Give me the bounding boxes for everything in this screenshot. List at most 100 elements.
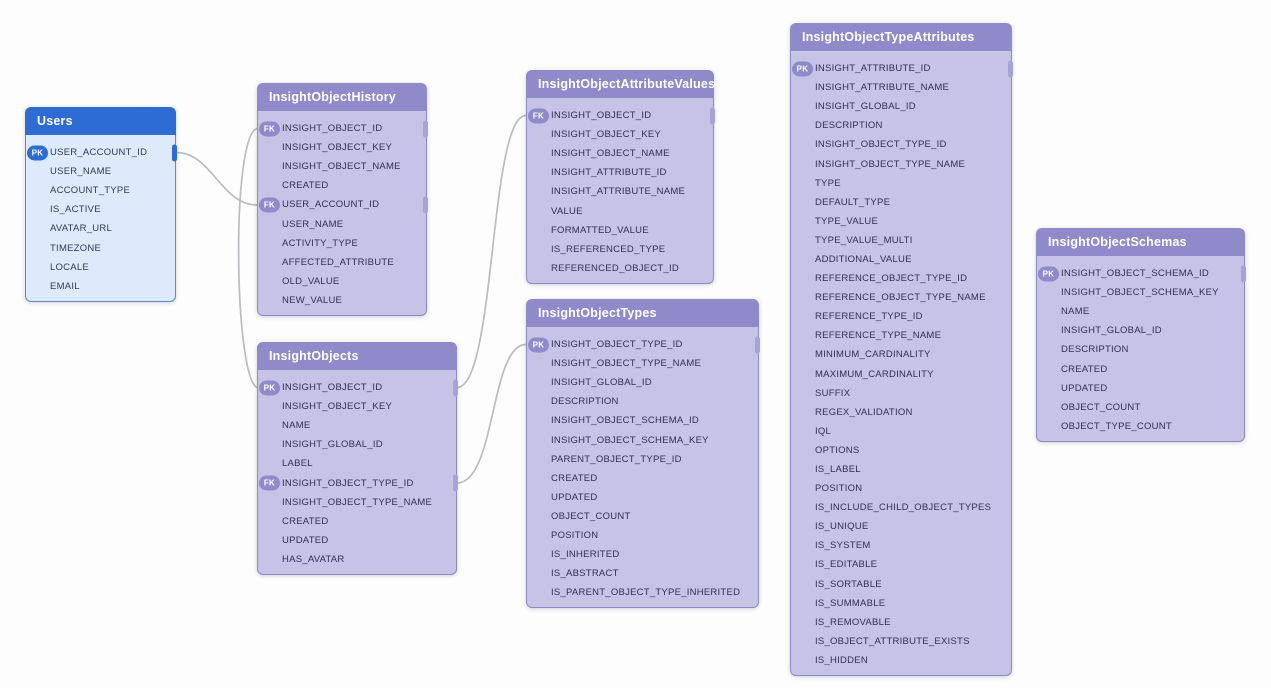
connection-anchor: [1008, 60, 1013, 78]
column-name: INSIGHT_GLOBAL_ID: [815, 101, 916, 113]
relationship-edge: [175, 151, 258, 206]
column-name: MAXIMUM_CARDINALITY: [815, 368, 934, 380]
relationship-edge: [456, 114, 527, 389]
column-name: INSIGHT_OBJECT_SCHEMA_ID: [551, 415, 699, 427]
column-name: LOCALE: [50, 261, 89, 273]
column-name: INSIGHT_OBJECT_KEY: [282, 401, 393, 413]
column-row-insight_object_key: INSIGHT_OBJECT_KEY: [258, 397, 456, 416]
column-row-is_removable: IS_REMOVABLE: [791, 613, 1011, 632]
column-row-insight_attribute_name: INSIGHT_ATTRIBUTE_NAME: [527, 182, 713, 201]
column-row-new_value: NEW_VALUE: [258, 291, 426, 310]
table-header[interactable]: InsightObjectAttributeValues: [526, 70, 716, 98]
column-row-is_unique: IS_UNIQUE: [791, 517, 1011, 536]
column-name: IQL: [815, 425, 832, 437]
column-row-name: NAME: [1037, 302, 1244, 321]
connection-anchor: [423, 196, 428, 214]
column-row-insight_attribute_name: INSIGHT_ATTRIBUTE_NAME: [791, 78, 1011, 97]
primary-key-badge: PK: [27, 145, 48, 161]
column-row-position: POSITION: [791, 479, 1011, 498]
column-name: TYPE: [815, 177, 841, 189]
column-row-type_value_multi: TYPE_VALUE_MULTI: [791, 231, 1011, 250]
column-row-created: CREATED: [1037, 359, 1244, 378]
column-name: NAME: [282, 420, 311, 432]
column-row-is_active: IS_ACTIVE: [26, 200, 175, 219]
column-name: REFERENCE_OBJECT_TYPE_NAME: [815, 292, 986, 304]
column-row-insight_object_type_id: INSIGHT_OBJECT_TYPE_ID: [791, 135, 1011, 154]
column-row-insight_object_schema_id: INSIGHT_OBJECT_SCHEMA_ID: [527, 411, 758, 430]
column-row-is_sortable: IS_SORTABLE: [791, 575, 1011, 594]
table-header[interactable]: InsightObjectSchemas: [1036, 228, 1245, 256]
column-name: INSIGHT_OBJECT_KEY: [551, 129, 662, 141]
column-name: OBJECT_COUNT: [551, 510, 631, 522]
column-name: ADDITIONAL_VALUE: [815, 253, 912, 265]
table-title: InsightObjectAttributeValues: [538, 77, 716, 91]
column-row-insight_object_name: INSIGHT_OBJECT_NAME: [527, 144, 713, 163]
column-name: INSIGHT_OBJECT_TYPE_ID: [282, 477, 414, 489]
table-header[interactable]: Users: [25, 107, 176, 135]
column-row-label: LABEL: [258, 454, 456, 473]
table-header[interactable]: InsightObjectTypeAttributes: [790, 23, 1012, 51]
primary-key-badge: PK: [528, 337, 549, 353]
table-title: InsightObjectHistory: [269, 90, 396, 104]
column-name: NAME: [1061, 306, 1090, 318]
column-name: UPDATED: [551, 491, 598, 503]
relationship-edge: [456, 343, 527, 484]
foreign-key-badge: FK: [528, 108, 549, 124]
column-name: INSIGHT_ATTRIBUTE_ID: [551, 167, 667, 179]
column-row-created: CREATED: [258, 176, 426, 195]
column-name: OLD_VALUE: [282, 275, 340, 287]
column-name: INSIGHT_OBJECT_NAME: [282, 161, 401, 173]
column-name: OBJECT_TYPE_COUNT: [1061, 420, 1172, 432]
column-row-avatar_url: AVATAR_URL: [26, 219, 175, 238]
column-name: USER_ACCOUNT_ID: [282, 199, 380, 211]
column-name: POSITION: [815, 483, 863, 495]
column-row-iql: IQL: [791, 422, 1011, 441]
column-row-old_value: OLD_VALUE: [258, 272, 426, 291]
column-row-updated: UPDATED: [527, 488, 758, 507]
column-row-insight_object_name: INSIGHT_OBJECT_NAME: [258, 157, 426, 176]
column-row-insight_global_id: INSIGHT_GLOBAL_ID: [527, 373, 758, 392]
column-name: INSIGHT_GLOBAL_ID: [551, 377, 652, 389]
table-header[interactable]: InsightObjectTypes: [526, 299, 759, 327]
column-name: DEFAULT_TYPE: [815, 196, 891, 208]
column-name: SUFFIX: [815, 387, 851, 399]
table-header[interactable]: InsightObjects: [257, 342, 457, 370]
column-name: INSIGHT_ATTRIBUTE_NAME: [815, 82, 950, 94]
column-row-is_editable: IS_EDITABLE: [791, 555, 1011, 574]
column-row-insight_object_key: INSIGHT_OBJECT_KEY: [258, 138, 426, 157]
column-row-minimum_cardinality: MINIMUM_CARDINALITY: [791, 345, 1011, 364]
column-name: FORMATTED_VALUE: [551, 224, 649, 236]
table-title: InsightObjectSchemas: [1048, 235, 1187, 249]
column-name: INSIGHT_ATTRIBUTE_ID: [815, 63, 931, 75]
column-name: INSIGHT_GLOBAL_ID: [1061, 325, 1162, 337]
column-row-maximum_cardinality: MAXIMUM_CARDINALITY: [791, 365, 1011, 384]
column-name: INSIGHT_OBJECT_TYPE_NAME: [551, 358, 702, 370]
column-name: UPDATED: [282, 534, 329, 546]
column-name: IS_REMOVABLE: [815, 616, 891, 628]
column-row-insight_global_id: INSIGHT_GLOBAL_ID: [791, 97, 1011, 116]
column-row-created: CREATED: [527, 469, 758, 488]
column-name: USER_NAME: [282, 218, 344, 230]
primary-key-badge: PK: [1038, 266, 1059, 282]
column-row-user_name: USER_NAME: [258, 214, 426, 233]
column-row-activity_type: ACTIVITY_TYPE: [258, 234, 426, 253]
column-row-insight_object_key: INSIGHT_OBJECT_KEY: [527, 125, 713, 144]
column-row-value: VALUE: [527, 201, 713, 220]
column-row-insight_object_type_name: INSIGHT_OBJECT_TYPE_NAME: [791, 154, 1011, 173]
connection-anchor: [1241, 265, 1246, 283]
table-header[interactable]: InsightObjectHistory: [257, 83, 427, 111]
